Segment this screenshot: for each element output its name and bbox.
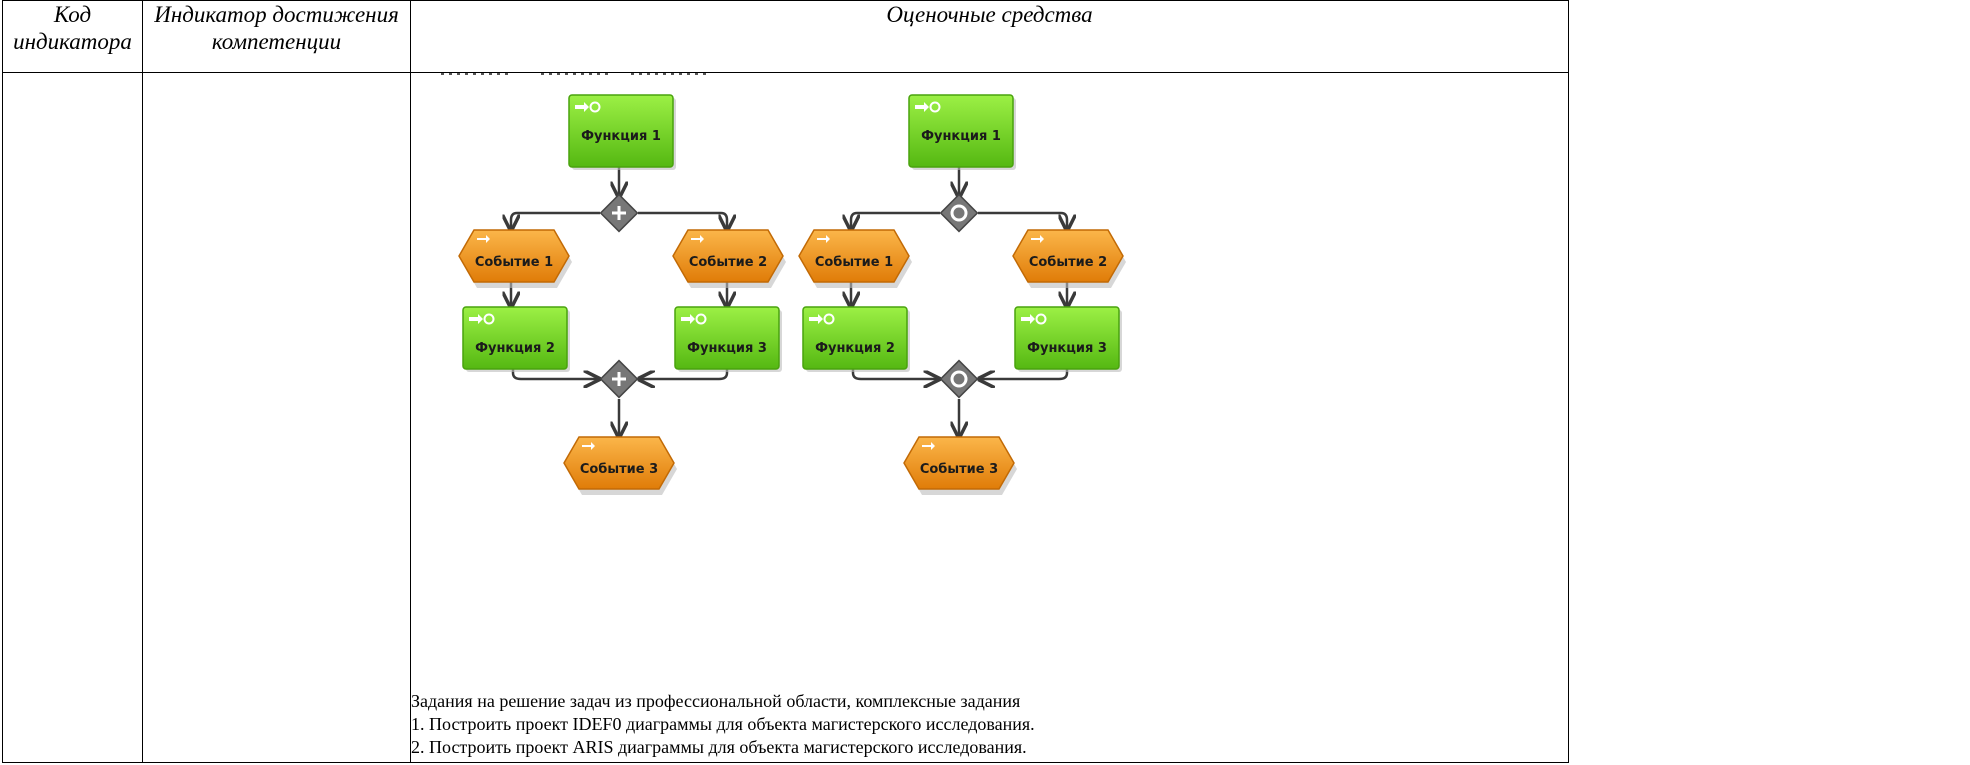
- event-box: Событие 3: [903, 436, 1017, 495]
- function-box: Функция 2: [462, 306, 570, 372]
- epc-diagram-and: Функция 1 Событие 1: [458, 94, 786, 495]
- function-box: Функция 1: [908, 94, 1016, 170]
- event-box: Событие 1: [458, 229, 572, 288]
- function-label: Функция 3: [687, 341, 767, 356]
- function-label: Функция 1: [921, 129, 1001, 144]
- connector: [978, 211, 1067, 230]
- cycle-icon: [589, 101, 601, 113]
- event-label: Событие 1: [475, 255, 553, 270]
- epc-diagrams: Функция 1 Событие 1: [441, 73, 1126, 495]
- event-box: Событие 3: [563, 436, 677, 495]
- cycle-icon: [929, 101, 941, 113]
- indicator-cell: [142, 72, 411, 763]
- header-indicator: Индикатор достижения компетенции: [142, 0, 411, 73]
- assessment-cell: Функция 1 Событие 1: [410, 72, 1569, 763]
- event-label: Событие 2: [1029, 255, 1107, 270]
- function-label: Функция 2: [815, 341, 895, 356]
- connector: [511, 367, 599, 379]
- function-icon: [915, 102, 929, 112]
- or-icon: [950, 204, 968, 222]
- and-gateway: [599, 193, 639, 233]
- content-row: Функция 1 Событие 1: [2, 72, 1569, 763]
- function-box: Функция 3: [674, 306, 782, 372]
- function-icon: [809, 314, 823, 324]
- function-label: Функция 3: [1027, 341, 1107, 356]
- or-gateway: [939, 193, 979, 233]
- event-label: Событие 3: [580, 462, 658, 477]
- task-item-1: 1. Построить проект IDEF0 диаграммы для …: [411, 714, 1035, 734]
- function-icon: [469, 314, 483, 324]
- event-box: Событие 1: [798, 229, 912, 288]
- cycle-icon: [483, 313, 495, 325]
- function-icon: [1021, 314, 1035, 324]
- connector: [851, 367, 939, 379]
- code-cell: [2, 72, 143, 763]
- function-box: Функция 2: [802, 306, 910, 372]
- and-gateway: [599, 359, 639, 399]
- function-icon: [681, 314, 695, 324]
- tasks-block: Задания на решение задач из профессионал…: [411, 690, 1035, 759]
- function-label: Функция 1: [581, 129, 661, 144]
- event-box: Событие 2: [1012, 229, 1126, 288]
- function-box: Функция 3: [1014, 306, 1122, 372]
- connector: [979, 367, 1069, 379]
- header-code: Код индикатора: [2, 0, 143, 73]
- tasks-heading: Задания на решение задач из профессионал…: [411, 691, 1021, 711]
- cycle-icon: [695, 313, 707, 325]
- connector: [511, 211, 600, 230]
- connector: [638, 211, 727, 230]
- function-icon: [575, 102, 589, 112]
- event-icon: [691, 235, 704, 243]
- and-icon: [612, 206, 626, 220]
- event-label: Событие 1: [815, 255, 893, 270]
- connector: [851, 211, 940, 230]
- or-gateway: [939, 359, 979, 399]
- event-box: Событие 2: [672, 229, 786, 288]
- event-icon: [582, 442, 595, 450]
- cycle-icon: [823, 313, 835, 325]
- function-box: Функция 1: [568, 94, 676, 170]
- connector: [639, 367, 729, 379]
- event-icon: [477, 235, 490, 243]
- event-label: Событие 2: [689, 255, 767, 270]
- and-icon: [612, 372, 626, 386]
- event-icon: [1031, 235, 1044, 243]
- function-label: Функция 2: [475, 341, 555, 356]
- epc-diagram-or: Функция 1 Событие 1: [798, 94, 1126, 495]
- event-icon: [922, 442, 935, 450]
- task-item-2: 2. Построить проект ARIS диаграммы для о…: [411, 737, 1027, 757]
- event-icon: [817, 235, 830, 243]
- header-assessment: Оценочные средства: [410, 0, 1569, 73]
- cycle-icon: [1035, 313, 1047, 325]
- competence-table: Код индикатора Индикатор достижения комп…: [2, 0, 1569, 763]
- or-icon: [950, 370, 968, 388]
- header-row: Код индикатора Индикатор достижения комп…: [2, 0, 1569, 73]
- event-label: Событие 3: [920, 462, 998, 477]
